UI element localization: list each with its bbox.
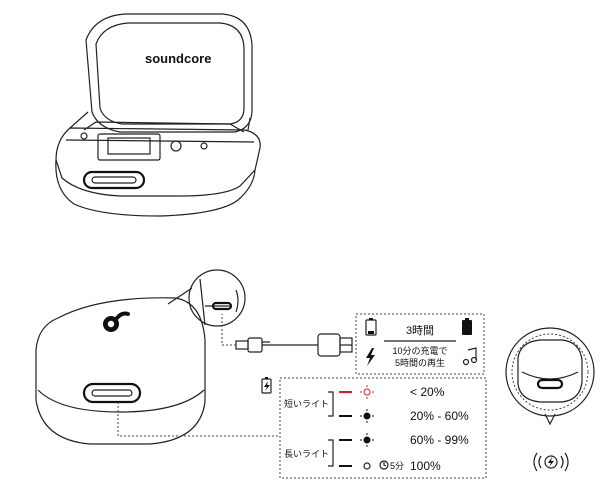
usb-cable-illustration — [221, 314, 353, 357]
timer-text: 5分 — [390, 461, 404, 471]
charge-info-panel — [355, 313, 485, 375]
quick-charge-line1: 10分の充電で — [392, 345, 447, 356]
soundcore-logo-icon — [103, 311, 130, 332]
brand-logo-text: soundcore — [145, 51, 211, 66]
wireless-charging-illustration — [505, 327, 595, 426]
short-light-label: 短いライト — [284, 398, 329, 409]
usb-port-zoom-callout — [167, 269, 246, 327]
level-4-text: 100% — [410, 459, 441, 473]
clock-icon — [379, 460, 389, 470]
led-leader-line — [117, 402, 280, 437]
level-3-text: 60% - 99% — [410, 433, 469, 447]
level-2-text: 20% - 60% — [410, 409, 469, 423]
wireless-charging-icon — [533, 452, 569, 472]
level-1-text: < 20% — [410, 385, 445, 399]
long-light-label: 長いライト — [284, 449, 329, 459]
quick-charge-line2: 5時間の再生 — [395, 357, 445, 368]
red-blink-icon — [360, 385, 374, 399]
white-blink-icon — [360, 409, 374, 447]
closed-case-illustration — [35, 297, 206, 445]
steady-light-icon — [363, 462, 371, 470]
led-indicator-panel — [261, 377, 487, 479]
open-case-illustration — [55, 13, 261, 217]
full-charge-time: 3時間 — [406, 324, 434, 337]
